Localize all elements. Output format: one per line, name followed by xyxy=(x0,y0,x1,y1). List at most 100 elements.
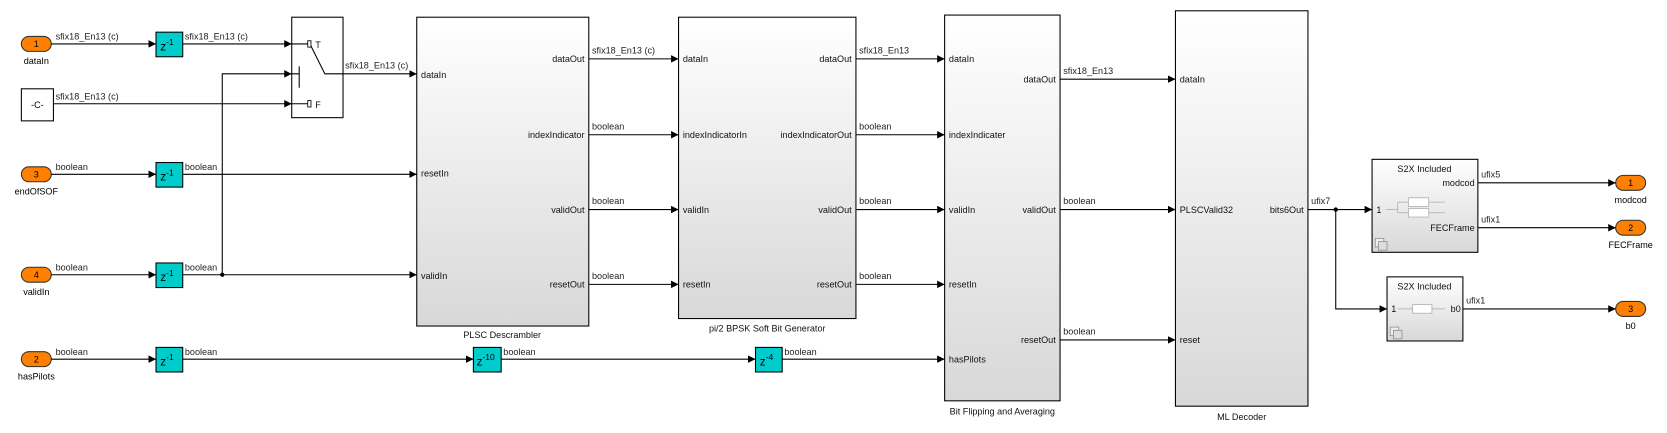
s2x-included-subsystem-2[interactable]: S2X Included 1 b0 xyxy=(1386,276,1464,342)
label: dataIn xyxy=(421,70,446,80)
label: b0 xyxy=(1451,304,1461,314)
label: b0 xyxy=(1626,321,1636,331)
delay-block-4[interactable]: z-4 xyxy=(754,346,783,373)
label: T xyxy=(315,40,321,50)
label: validOut xyxy=(1022,205,1056,215)
label: ufix7 xyxy=(1311,196,1330,206)
label: 3 xyxy=(34,169,39,179)
label: validIn xyxy=(949,205,975,215)
label: z xyxy=(160,356,166,369)
delay-block[interactable]: z-1 xyxy=(155,162,184,188)
label: dataOut xyxy=(819,54,852,64)
bpsk-soft-bit-generator-block[interactable]: dataIn indexIndicatorIn validIn resetIn … xyxy=(678,16,857,333)
outport-b0[interactable]: 3 b0 xyxy=(1615,300,1647,331)
label: validIn xyxy=(23,287,49,297)
label: boolean xyxy=(859,271,891,281)
delay-block[interactable]: z-1 xyxy=(155,346,184,373)
label: FECFrame xyxy=(1608,240,1652,250)
label: modcod xyxy=(1442,178,1474,188)
label: boolean xyxy=(185,262,217,272)
label: z xyxy=(760,356,766,369)
label: 1 xyxy=(34,39,39,49)
svg-text:z-4: z-4 xyxy=(760,352,774,368)
label: boolean xyxy=(56,162,88,172)
label: F xyxy=(315,100,321,110)
label: reset xyxy=(1180,335,1201,345)
label: boolean xyxy=(56,262,88,272)
label: boolean xyxy=(592,271,624,281)
label: resetIn xyxy=(949,280,977,290)
label: ufix1 xyxy=(1466,296,1485,306)
label: resetOut xyxy=(817,280,852,290)
label: Bit Flipping and Averaging xyxy=(950,407,1055,417)
label: validOut xyxy=(818,205,852,215)
label: z xyxy=(477,356,483,369)
svg-text:z-1: z-1 xyxy=(160,37,174,53)
label: S2X Included xyxy=(1397,164,1451,174)
label: dataIn xyxy=(24,56,49,66)
label: 4 xyxy=(34,270,39,280)
label: ML Decoder xyxy=(1217,412,1266,422)
label: resetIn xyxy=(421,168,449,178)
label: sfix18_En13 (c) xyxy=(56,91,119,101)
label: modcod xyxy=(1615,195,1647,205)
delay-block[interactable]: z-1 xyxy=(155,31,184,58)
label: PLSCValid32 xyxy=(1180,205,1233,215)
svg-text:z-10: z-10 xyxy=(477,352,495,368)
label: pi/2 BPSK Soft Bit Generator xyxy=(709,323,826,333)
label: sfix18_En13 (c) xyxy=(56,32,119,42)
label: boolean xyxy=(56,347,88,357)
label: z xyxy=(160,171,166,184)
inport-dataIn[interactable]: 1 dataIn xyxy=(20,35,52,66)
label: indexIndicator xyxy=(528,130,585,140)
delay-block-10[interactable]: z-10 xyxy=(472,346,502,373)
label: FECFrame xyxy=(1430,223,1474,233)
label: dataIn xyxy=(683,54,708,64)
label: sfix18_En13 (c) xyxy=(592,46,655,56)
label: -1 xyxy=(166,37,174,47)
label: resetOut xyxy=(1021,335,1056,345)
label: 2 xyxy=(34,354,39,364)
label: validIn xyxy=(421,271,447,281)
label: indexIndicatorOut xyxy=(781,130,853,140)
bit-flipping-averaging-block[interactable]: dataIn indexIndicater validIn resetIn ha… xyxy=(944,14,1061,417)
svg-text:z-1: z-1 xyxy=(160,167,174,183)
label: 1 xyxy=(1391,304,1396,314)
label: resetOut xyxy=(550,280,585,290)
outport-modcod[interactable]: 1 modcod xyxy=(1615,174,1647,205)
label: PLSC Descrambler xyxy=(463,330,541,340)
label: 3 xyxy=(1628,304,1633,314)
label: boolean xyxy=(859,121,891,131)
label: 1 xyxy=(1628,178,1633,188)
label: sfix18_En13 (c) xyxy=(185,32,248,42)
delay-block[interactable]: z-1 xyxy=(155,262,184,289)
label: bits6Out xyxy=(1270,205,1304,215)
label: sfix18_En13 xyxy=(859,46,909,56)
label: z xyxy=(160,40,166,53)
label: -1 xyxy=(166,268,174,278)
label: S2X Included xyxy=(1397,282,1451,292)
label: validOut xyxy=(551,205,585,215)
label: sfix18_En13 (c) xyxy=(345,61,408,71)
label: -C- xyxy=(31,100,44,110)
switch-block[interactable]: T F xyxy=(291,16,344,119)
signal-labels: sfix18_En13 (c) sfix18_En13 (c) sfix18_E… xyxy=(56,32,1501,357)
label: resetIn xyxy=(683,280,711,290)
s2x-included-subsystem-1[interactable]: S2X Included 1 modcod FECFrame xyxy=(1371,158,1479,253)
inport-validIn[interactable]: 4 validIn xyxy=(20,266,52,297)
label: boolean xyxy=(185,347,217,357)
ml-decoder-block[interactable]: dataIn PLSCValid32 reset bits6Out ML Dec… xyxy=(1174,10,1309,422)
label: 1 xyxy=(1376,205,1381,215)
label: boolean xyxy=(503,347,535,357)
label: boolean xyxy=(784,347,816,357)
constant-block[interactable]: -C- xyxy=(20,88,54,122)
label: dataIn xyxy=(949,54,974,64)
plsc-descrambler-block[interactable]: dataIn resetIn validIn dataOut indexIndi… xyxy=(416,16,590,340)
label: sfix18_En13 xyxy=(1063,66,1113,76)
label: boolean xyxy=(1063,327,1095,337)
label: dataOut xyxy=(1023,74,1056,84)
